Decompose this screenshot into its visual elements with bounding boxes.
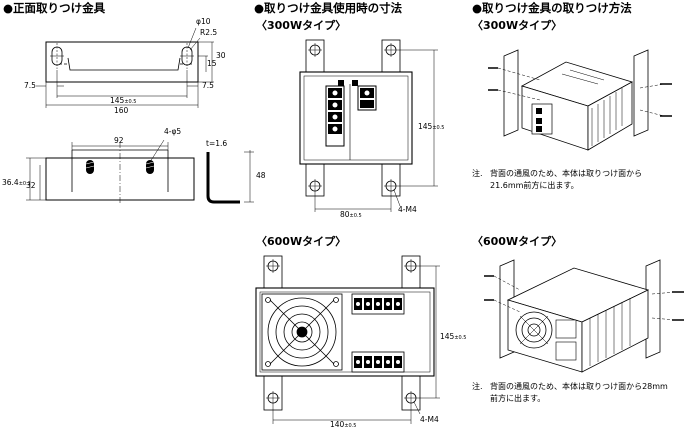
note-600w-line1: 背面の通風のため、本体は取りつけ面から28mm bbox=[490, 382, 668, 391]
note-600w-line2: 前方に出ます。 bbox=[490, 394, 546, 403]
w300-mount-illustration bbox=[488, 49, 672, 151]
heading-dims-in-use: ●取りつけ金具使用時の寸法 bbox=[254, 1, 403, 15]
dim-7-5-right: 7.5 bbox=[202, 81, 214, 90]
dim-phi10: φ10 bbox=[196, 17, 211, 26]
bracket-front-view bbox=[36, 27, 214, 108]
dim-300w-4m4: 4-M4 bbox=[398, 205, 417, 214]
dim-145: 145±0.5 bbox=[110, 96, 137, 105]
fan-grille-600w bbox=[261, 293, 343, 371]
dim-7-5-left: 7.5 bbox=[24, 81, 36, 90]
heading-front-bracket: ●正面取りつけ金具 bbox=[3, 1, 106, 15]
bracket-side-view bbox=[206, 150, 254, 204]
dim-t1-6: t=1.6 bbox=[206, 139, 228, 148]
dim-48: 48 bbox=[256, 171, 266, 180]
dim-600w-140: 140±0.5 bbox=[330, 420, 357, 429]
dim-4-phi5: 4-φ5 bbox=[164, 127, 182, 136]
note-300w-label: 注. bbox=[472, 169, 483, 178]
heading-mount-method: ●取りつけ金具の取りつけ方法 bbox=[472, 1, 632, 15]
dim-15: 15 bbox=[207, 59, 217, 68]
subheading-300w-method: 〈300Wタイプ〉 bbox=[472, 19, 563, 32]
dim-92: 92 bbox=[114, 136, 124, 145]
dim-600w-4m4: 4-M4 bbox=[420, 415, 439, 424]
note-300w-line1: 背面の通風のため、本体は取りつけ面から bbox=[490, 169, 643, 178]
subheading-600w-dims: 〈600Wタイプ〉 bbox=[256, 235, 347, 248]
mount-holes-300w bbox=[308, 43, 398, 193]
note-300w-line2: 21.6mm前方に出ます。 bbox=[490, 181, 579, 190]
note-600w-label: 注. bbox=[472, 382, 483, 391]
dim-r25: R2.5 bbox=[200, 28, 218, 37]
dim-30: 30 bbox=[216, 51, 226, 60]
mount-holes-600w bbox=[266, 259, 418, 405]
w300-dimension-drawing bbox=[299, 39, 438, 212]
dim-32: 32 bbox=[26, 181, 36, 190]
subheading-600w-method: 〈600Wタイプ〉 bbox=[472, 235, 563, 248]
dim-36-4: 36.4±0.2 bbox=[2, 178, 31, 187]
w600-mount-illustration bbox=[484, 259, 684, 373]
dim-600w-145: 145±0.5 bbox=[440, 332, 467, 341]
subheading-300w-dims: 〈300Wタイプ〉 bbox=[256, 19, 347, 32]
w600-dimension-drawing bbox=[255, 255, 440, 424]
dim-160: 160 bbox=[114, 106, 129, 115]
dim-300w-80: 80±0.5 bbox=[340, 210, 362, 219]
dim-300w-145: 145±0.5 bbox=[418, 122, 445, 131]
bracket-bottom-view bbox=[26, 139, 195, 205]
